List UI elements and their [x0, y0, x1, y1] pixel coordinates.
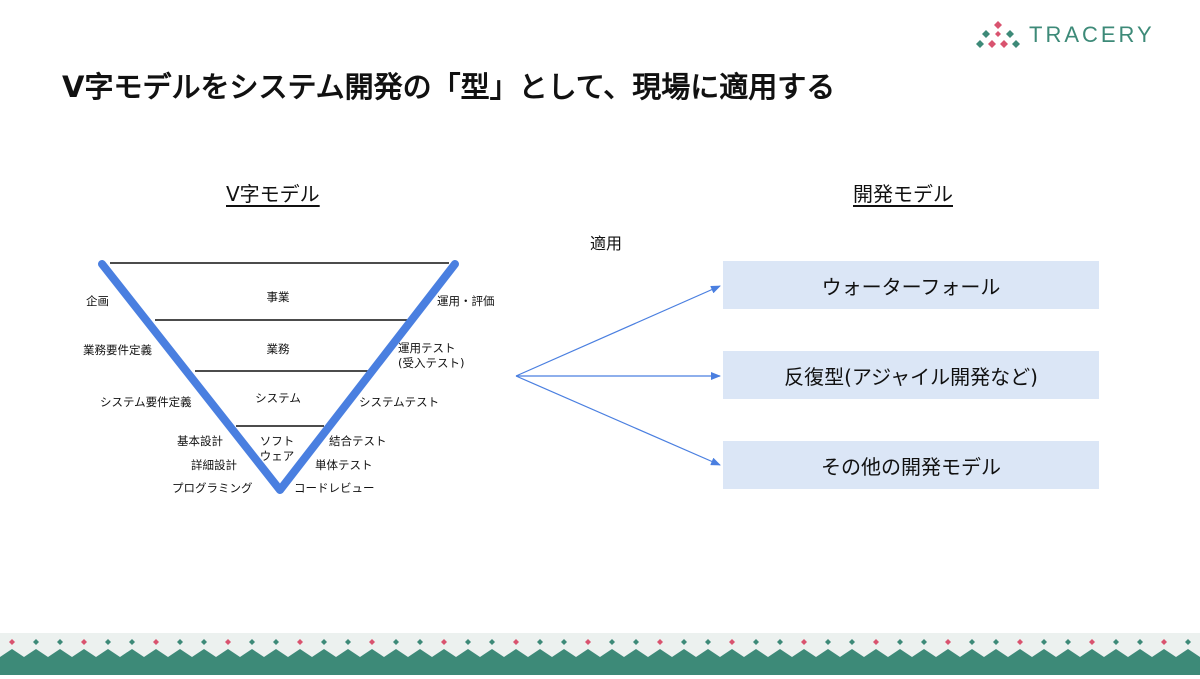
apply-arrow-waterfall — [515, 285, 721, 377]
dev-model-iterative: 反復型(アジャイル開発など) — [723, 351, 1099, 399]
right-label-operation-test: 運用テスト (受入テスト) — [398, 341, 465, 370]
left-label-basic-design: 基本設計 — [177, 434, 223, 448]
right-label-system-test: システムテスト — [359, 395, 440, 409]
left-label-detailed-design: 詳細設計 — [191, 458, 237, 472]
slide-title: V字モデルをシステム開発の「型」として、現場に適用する — [62, 70, 836, 104]
v-shape — [98, 260, 459, 494]
logo-text: TRACERY — [1029, 22, 1155, 47]
right-label-integration-test: 結合テスト — [329, 434, 387, 448]
center-label-software: ソフト ウェア — [259, 434, 295, 463]
tracery-logo: TRACERY — [975, 18, 1175, 52]
right-label-operation-evaluation: 運用・評価 — [437, 294, 495, 308]
center-label-system: システム — [255, 391, 301, 405]
dev-model-waterfall: ウォーターフォール — [723, 261, 1099, 309]
left-label-business-requirements: 業務要件定義 — [83, 343, 152, 357]
right-label-code-review: コードレビュー — [294, 481, 375, 495]
tracery-logo-icon — [976, 21, 1020, 48]
vmodel-heading: V字モデル — [226, 182, 320, 206]
right-label-unit-test: 単体テスト — [315, 458, 373, 472]
left-label-system-requirements: システム要件定義 — [100, 395, 192, 409]
center-label-operations: 業務 — [266, 342, 290, 356]
dev-model-other: その他の開発モデル — [723, 441, 1099, 489]
apply-arrow-other — [515, 375, 721, 466]
left-label-programming: プログラミング — [172, 481, 253, 495]
left-label-planning: 企画 — [86, 294, 109, 308]
footer-pattern — [0, 633, 1200, 675]
center-label-business: 事業 — [266, 290, 290, 304]
dev-model-heading: 開発モデル — [853, 182, 953, 206]
apply-label: 適用 — [590, 234, 623, 253]
footer-pattern-graphic — [0, 639, 1200, 675]
